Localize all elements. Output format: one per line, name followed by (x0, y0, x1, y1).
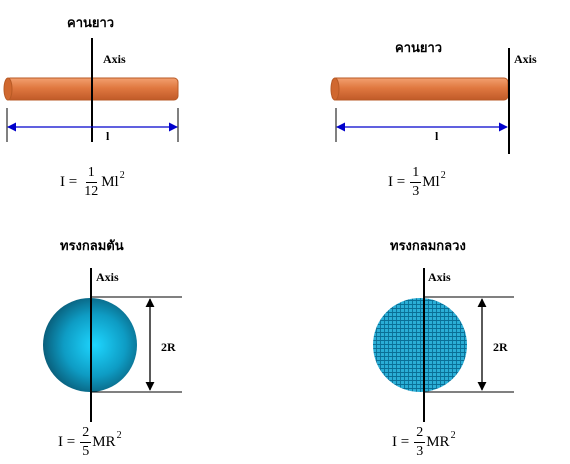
hollow-sphere-formula: I = 2 3 MR 2 (392, 426, 456, 459)
formula-fraction: 1 3 (410, 166, 422, 199)
rod-center-end-cap (3, 77, 13, 101)
formula-numerator: 2 (414, 426, 426, 443)
formula-lhs: I = (60, 174, 78, 190)
formula-rest: Ml (422, 174, 440, 190)
rod-center-formula: I = 1 12 Ml 2 (60, 166, 125, 199)
formula-lhs: I = (388, 174, 406, 190)
formula-lhs: I = (58, 434, 76, 450)
formula-power: 2 (440, 170, 446, 181)
formula-denominator: 3 (412, 184, 420, 199)
formula-rest: MR (426, 434, 450, 450)
formula-power: 2 (119, 170, 125, 181)
rod-end-length-label: l (435, 129, 439, 143)
rod-end-axis-label: Axis (514, 52, 537, 66)
formula-lhs: I = (392, 434, 410, 450)
rod-end-title: คานยาว (395, 41, 443, 56)
formula-power: 2 (116, 430, 122, 441)
solid-sphere-axis-label: Axis (96, 270, 119, 284)
rod-end-end-cap (330, 77, 340, 101)
formula-denominator: 12 (84, 184, 99, 199)
formula-fraction: 2 5 (80, 426, 92, 459)
formula-fraction: 1 12 (82, 166, 100, 199)
formula-power: 2 (450, 430, 456, 441)
rod-center-length-label: l (106, 129, 110, 143)
formula-rest: Ml (101, 174, 119, 190)
formula-numerator: 2 (80, 426, 92, 443)
rod-end-bar (331, 77, 509, 101)
rod-center-axis-label: Axis (103, 52, 126, 66)
hollow-sphere-title: ทรงกลมกลวง (390, 239, 466, 254)
hollow-sphere-axis-label: Axis (428, 270, 451, 284)
formula-rest: MR (92, 434, 116, 450)
rod-center-title: คานยาว (67, 16, 115, 31)
formula-fraction: 2 3 (414, 426, 426, 459)
formula-denominator: 3 (416, 444, 424, 459)
formula-numerator: 1 (85, 166, 97, 183)
solid-sphere-formula: I = 2 5 MR 2 (58, 426, 122, 459)
formula-denominator: 5 (82, 444, 90, 459)
solid-sphere-title: ทรงกลมตัน (60, 239, 124, 254)
hollow-sphere-diameter-label: 2R (493, 340, 508, 354)
solid-sphere-diameter-label: 2R (161, 340, 176, 354)
hollow-sphere (373, 298, 467, 392)
rod-end-formula: I = 1 3 Ml 2 (388, 166, 446, 199)
formula-numerator: 1 (410, 166, 422, 183)
